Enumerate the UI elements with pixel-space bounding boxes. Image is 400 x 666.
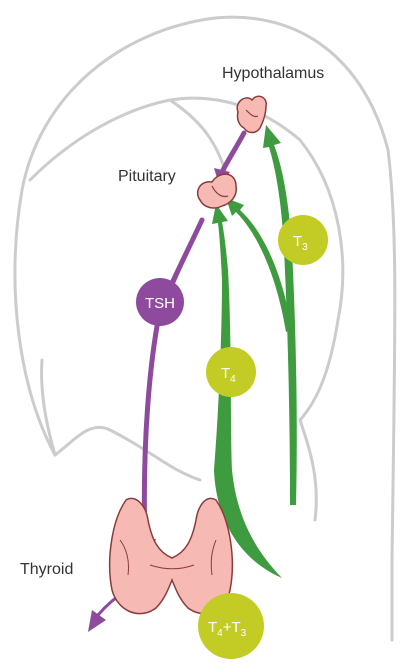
- t4-t3-badge-plus: +: [223, 619, 232, 636]
- t3-badge-main: T: [293, 233, 302, 250]
- t4-t3-badge-b-sub: 3: [241, 628, 247, 639]
- hypothalamus-label: Hypothalamus: [222, 65, 324, 82]
- t4-badge-sub: 4: [230, 374, 236, 385]
- t3-badge-sub: 3: [302, 242, 308, 253]
- t3-badge: T3: [278, 215, 328, 265]
- t3-to-hypothalamus-arrow: [263, 125, 297, 505]
- thyroid-organ: [110, 498, 233, 613]
- hypothalamus-organ: [237, 96, 266, 132]
- t4-badge: T4: [206, 347, 256, 397]
- t4-t3-badge-a: T: [208, 619, 217, 636]
- thyroid-label: Thyroid: [20, 561, 73, 578]
- t4-t3-badge: T4+T3: [198, 593, 264, 659]
- pituitary-label: Pituitary: [118, 168, 176, 185]
- t4-t3-badge-b: T: [232, 619, 241, 636]
- t4-badge-main: T: [221, 365, 230, 382]
- tsh-badge: TSH: [136, 278, 184, 326]
- tsh-badge-label: TSH: [145, 295, 175, 312]
